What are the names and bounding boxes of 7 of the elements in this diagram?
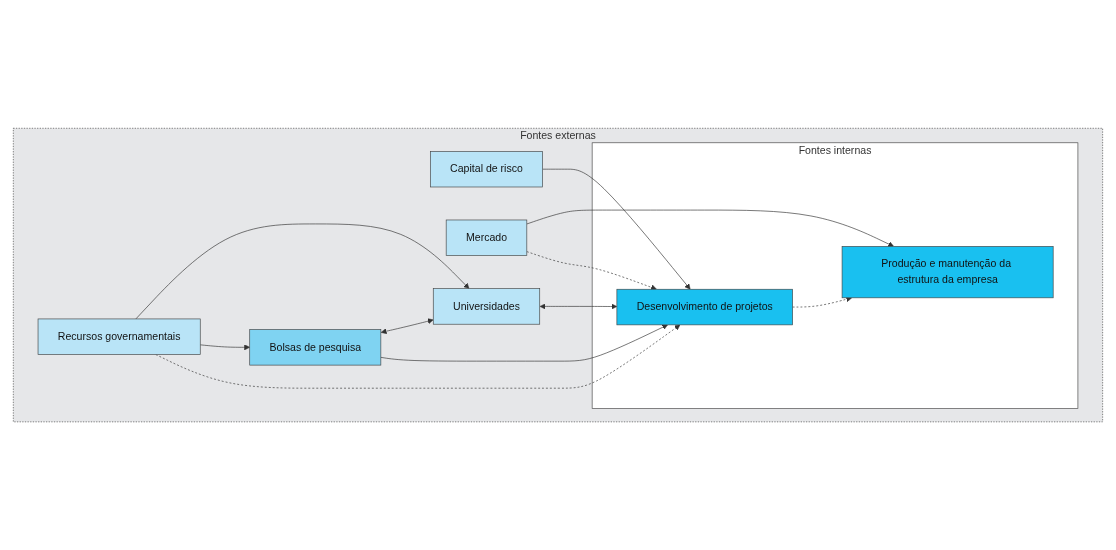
node-box: Bolsas de pesquisa xyxy=(249,329,382,366)
node-box: Capital de risco xyxy=(430,150,543,188)
node-box: Universidades xyxy=(432,288,541,325)
node-box: Mercado xyxy=(445,219,528,256)
node-box: Produção e manutenção da estrutura da empresa xyxy=(841,245,1054,299)
node-box: Recursos governamentais xyxy=(37,318,201,355)
node-box: Desenvolvimento de projetos xyxy=(616,288,793,326)
